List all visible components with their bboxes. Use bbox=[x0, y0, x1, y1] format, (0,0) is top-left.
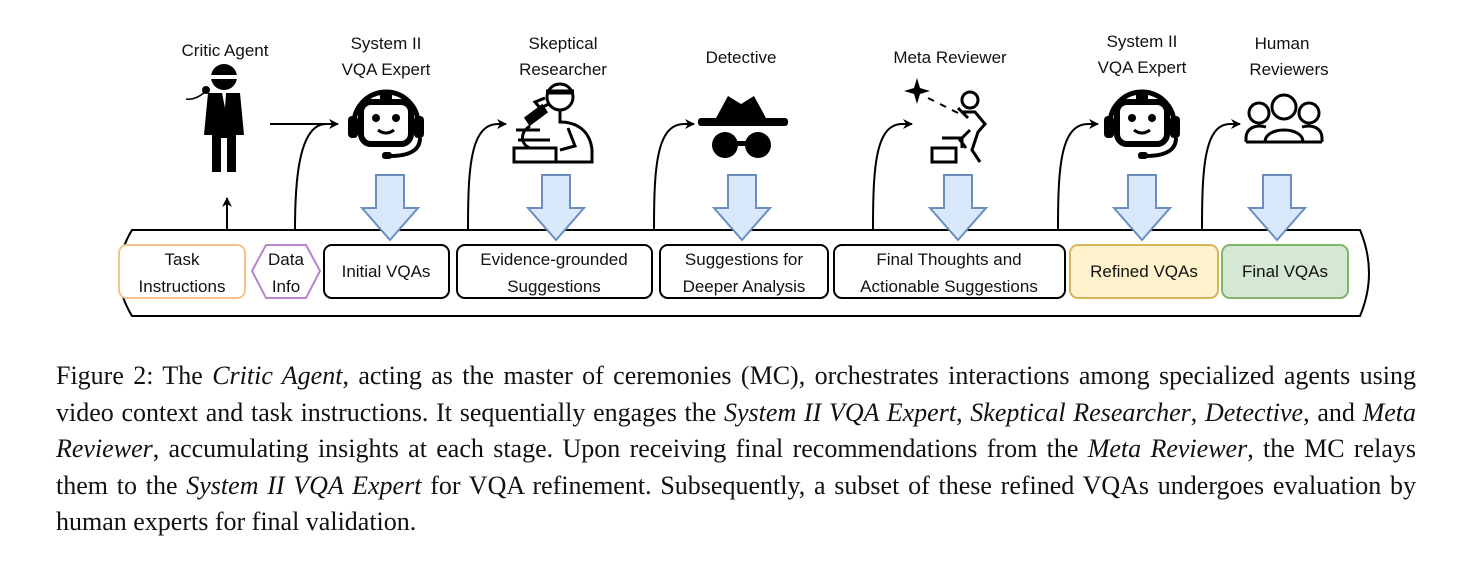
agent-label-critic: Critic Agent bbox=[182, 41, 269, 60]
flow-down-arrow bbox=[1246, 174, 1308, 242]
connector-arrow-to-vqa-expert-2 bbox=[1057, 119, 1099, 231]
box-task-instructions: Task Instructions bbox=[118, 244, 246, 299]
box-evidence-grounded-suggestions: Evidence-grounded Suggestions bbox=[456, 244, 653, 299]
agent-label-skeptical: Skeptical bbox=[529, 34, 598, 53]
box-suggestions-deeper-analysis: Suggestions for Deeper Analysis bbox=[659, 244, 829, 299]
agent-label-meta-reviewer: Meta Reviewer bbox=[893, 48, 1007, 67]
agent-label-reviewers: Reviewers bbox=[1249, 60, 1328, 79]
agent-label-vqa-expert-1b: VQA Expert bbox=[342, 60, 431, 79]
box-label: Task bbox=[165, 250, 200, 269]
box-label: Data bbox=[268, 250, 304, 269]
box-label: Instructions bbox=[139, 277, 226, 296]
box-label: Initial VQAs bbox=[342, 262, 431, 281]
agent-label-vqa-expert-2b: VQA Expert bbox=[1098, 58, 1187, 77]
people-group-icon bbox=[1244, 93, 1324, 144]
robot-headset-icon bbox=[348, 89, 424, 159]
box-label: Actionable Suggestions bbox=[860, 277, 1038, 296]
box-label: Suggestions for bbox=[685, 250, 803, 269]
box-final-vqas: Final VQAs bbox=[1221, 244, 1349, 299]
box-label: Info bbox=[272, 277, 300, 296]
agent-label-human: Human bbox=[1255, 34, 1310, 53]
flow-down-arrow bbox=[525, 174, 587, 242]
connector-arrow-to-meta-reviewer bbox=[872, 119, 913, 231]
person-pointing-star-icon bbox=[904, 78, 987, 164]
connector-arrow-to-detective bbox=[653, 119, 695, 231]
agent-label-detective: Detective bbox=[706, 48, 777, 67]
flow-down-arrow bbox=[359, 174, 421, 242]
box-label: Suggestions bbox=[507, 277, 601, 296]
flow-down-arrow bbox=[711, 174, 773, 242]
box-label: Final Thoughts and bbox=[876, 250, 1021, 269]
connector-arrow-to-human-reviewers bbox=[1201, 119, 1241, 231]
box-label: Refined VQAs bbox=[1090, 262, 1198, 281]
connector-arrow-to-researcher bbox=[467, 119, 507, 231]
agent-label-vqa-expert-1: System II bbox=[351, 34, 422, 53]
box-initial-vqas: Initial VQAs bbox=[323, 244, 450, 299]
detective-hat-glasses-icon bbox=[698, 96, 788, 158]
person-with-microphone-icon bbox=[185, 64, 244, 172]
robot-headset-icon bbox=[1104, 89, 1180, 159]
agent-label-researcher: Researcher bbox=[519, 60, 607, 79]
box-label: Deeper Analysis bbox=[683, 277, 806, 296]
box-final-thoughts: Final Thoughts and Actionable Suggestion… bbox=[833, 244, 1066, 299]
figure-caption: Figure 2: The Critic Agent, acting as th… bbox=[56, 361, 1417, 536]
box-label: Final VQAs bbox=[1242, 262, 1328, 281]
connector-arrow-to-vqa-expert bbox=[294, 119, 339, 231]
scientist-microscope-icon bbox=[512, 82, 594, 164]
agent-label-vqa-expert-2: System II bbox=[1107, 32, 1178, 51]
flow-down-arrow bbox=[927, 174, 989, 242]
box-label: Evidence-grounded bbox=[480, 250, 627, 269]
agent-labels: Critic Agent System II VQA Expert Skepti… bbox=[182, 32, 1329, 79]
box-refined-vqas: Refined VQAs bbox=[1069, 244, 1219, 299]
flow-down-arrow bbox=[1111, 174, 1173, 242]
pipeline-diagram: Task Instructions Data Info Initial VQAs… bbox=[118, 32, 1370, 317]
box-data-info: Data Info bbox=[250, 244, 322, 299]
